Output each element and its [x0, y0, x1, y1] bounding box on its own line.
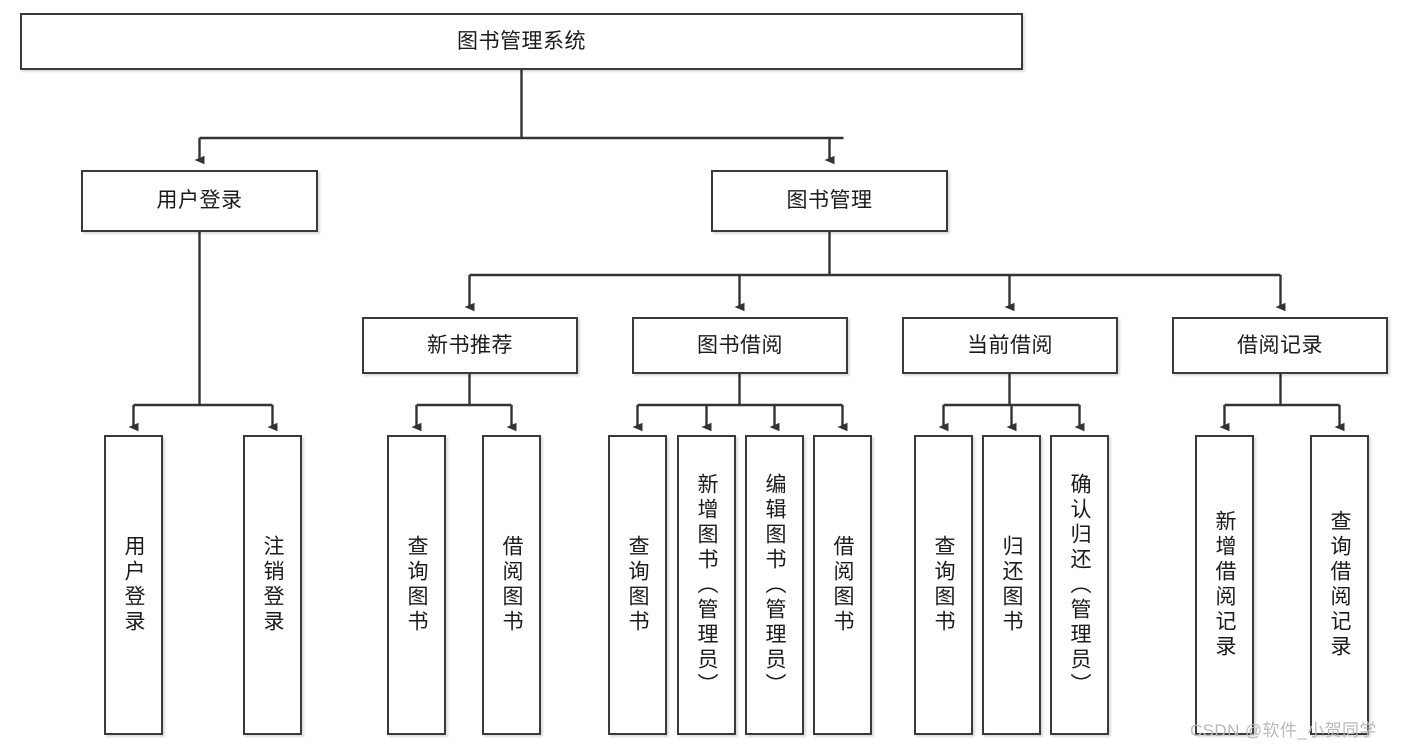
node-root-system[interactable]: 图书管理系统: [20, 13, 1023, 70]
node-user-login-label: 用户登录: [156, 189, 243, 213]
node-book-management[interactable]: 图书管理: [711, 170, 948, 232]
node-book-management-label: 图书管理: [786, 189, 873, 213]
node-root-label: 图书管理系统: [457, 29, 586, 53]
node-leaf-logout-label: 注销登录: [261, 535, 284, 635]
node-user-login[interactable]: 用户登录: [81, 170, 318, 232]
node-book-borrow-label: 图书借阅: [697, 333, 783, 357]
node-leaf-add-record[interactable]: 新增借阅记录: [1195, 435, 1254, 735]
node-leaf-user-login[interactable]: 用户登录: [104, 435, 163, 735]
node-leaf-return-book-label: 归还图书: [1000, 535, 1023, 635]
node-leaf-confirm-return-label: 确认归还（管理员）: [1068, 472, 1091, 698]
node-book-borrow[interactable]: 图书借阅: [632, 317, 848, 374]
node-leaf-query-record[interactable]: 查询借阅记录: [1310, 435, 1369, 735]
node-leaf-query-book-3[interactable]: 查询图书: [914, 435, 973, 735]
node-leaf-borrow-book-1-label: 借阅图书: [500, 535, 523, 635]
node-leaf-add-book[interactable]: 新增图书（管理员）: [677, 435, 736, 735]
node-leaf-logout[interactable]: 注销登录: [243, 435, 302, 735]
node-leaf-edit-book[interactable]: 编辑图书（管理员）: [745, 435, 804, 735]
node-current-borrow-label: 当前借阅: [967, 333, 1053, 357]
node-leaf-borrow-book-2-label: 借阅图书: [831, 535, 854, 635]
node-borrow-record-label: 借阅记录: [1237, 333, 1323, 357]
node-borrow-record[interactable]: 借阅记录: [1172, 317, 1388, 374]
node-leaf-borrow-book-2[interactable]: 借阅图书: [813, 435, 872, 735]
node-leaf-query-record-label: 查询借阅记录: [1328, 510, 1351, 660]
node-leaf-user-login-label: 用户登录: [122, 535, 145, 635]
node-leaf-edit-book-label: 编辑图书（管理员）: [763, 472, 786, 698]
node-new-book-recommend-label: 新书推荐: [427, 333, 513, 357]
node-leaf-return-book[interactable]: 归还图书: [982, 435, 1041, 735]
node-leaf-query-book-1-label: 查询图书: [405, 535, 428, 635]
node-current-borrow[interactable]: 当前借阅: [902, 317, 1118, 374]
node-leaf-add-book-label: 新增图书（管理员）: [695, 472, 718, 698]
node-leaf-add-record-label: 新增借阅记录: [1213, 510, 1236, 660]
node-leaf-query-book-1[interactable]: 查询图书: [387, 435, 446, 735]
node-leaf-borrow-book-1[interactable]: 借阅图书: [482, 435, 541, 735]
node-leaf-query-book-2-label: 查询图书: [626, 535, 649, 635]
node-leaf-query-book-2[interactable]: 查询图书: [608, 435, 667, 735]
node-leaf-query-book-3-label: 查询图书: [932, 535, 955, 635]
node-leaf-confirm-return[interactable]: 确认归还（管理员）: [1050, 435, 1109, 735]
csdn-watermark: CSDN @软件_小贺同学: [1190, 721, 1377, 740]
node-new-book-recommend[interactable]: 新书推荐: [362, 317, 578, 374]
